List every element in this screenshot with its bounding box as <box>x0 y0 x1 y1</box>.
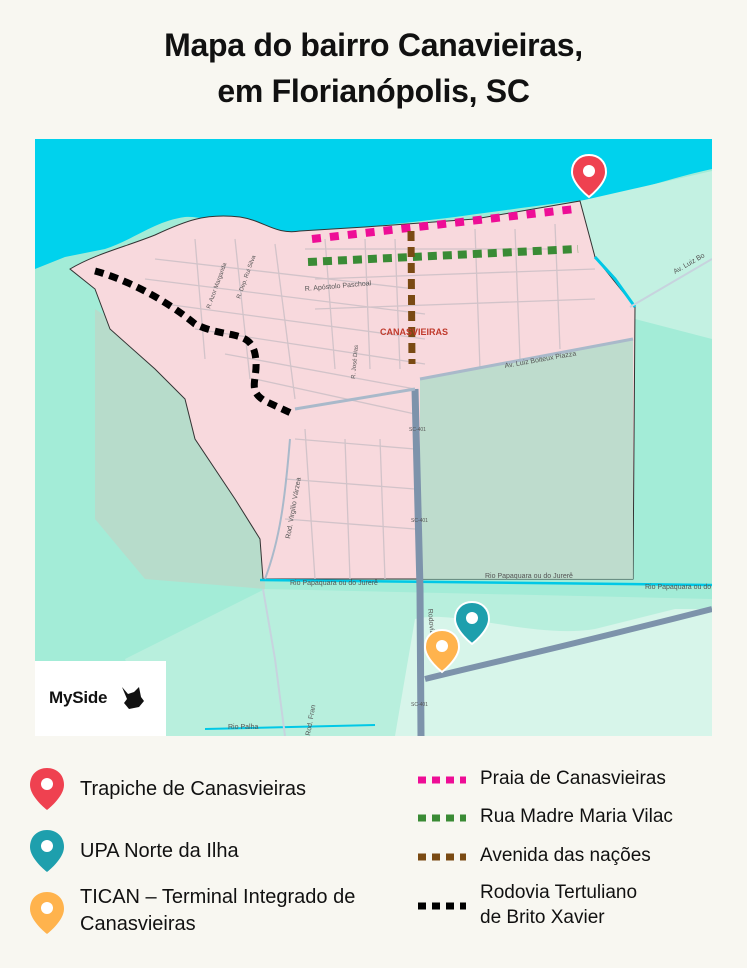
route-avenida-nacoes <box>407 230 416 365</box>
road-west-link <box>294 387 416 411</box>
map-canvas[interactable]: CANASVIEIRAS R. Apóstolo Paschoal Av. Lu… <box>35 139 712 736</box>
myside-logo: MySide <box>35 661 166 736</box>
legend-route-tertuliano-line1: Rodovia Tertuliano <box>480 882 638 903</box>
street-grid <box>144 223 596 580</box>
legend-route-nacoes-label: Avenida das nações <box>480 845 651 866</box>
label-papaquara-left: Rio Papaquara ou do Jurerê <box>290 580 378 587</box>
road-sc401 <box>411 388 425 736</box>
label-papaquara-right: Rio Papaquara ou do <box>645 584 711 591</box>
title-line-2: em Florianópolis, SC <box>217 73 530 109</box>
legend-label-trapiche: Trapiche de Canasvieiras <box>80 778 307 800</box>
legend-route-madre-label: Rua Madre Maria Vilac <box>480 806 673 827</box>
map-pin-icon <box>30 892 64 934</box>
pin-trapiche <box>570 153 608 199</box>
map-title: Mapa do bairro Canavieiras, em Florianóp… <box>0 22 747 114</box>
legend-label-tican: TICAN – Terminal Integrado de Canasvieir… <box>80 886 356 935</box>
black-dash-line-icon <box>418 902 466 910</box>
map-svg: CANASVIEIRAS R. Apóstolo Paschoal Av. Lu… <box>35 139 712 736</box>
river-papaquara <box>259 578 712 587</box>
sea-area <box>35 139 712 269</box>
label-sc401-b: SC-401 <box>411 518 428 524</box>
label-neighborhood: CANASVIEIRAS <box>380 327 448 337</box>
legend-route-tertuliano-label: Rodovia Tertuliano de Brito Xavier <box>480 880 740 930</box>
river-east <box>593 255 637 308</box>
pink-dash-line-icon <box>418 776 466 784</box>
title-line-1: Mapa do bairro Canavieiras, <box>164 27 583 63</box>
label-jose: R. José Dias <box>351 345 360 379</box>
map-pin-icon <box>30 768 64 810</box>
legend-label-upa: UPA Norte da Ilha <box>80 840 239 862</box>
route-madre-maria-vilac <box>307 245 579 266</box>
route-praia-canasvieiras <box>311 205 576 243</box>
dog-head-icon <box>122 687 144 709</box>
legend-route-tertuliano-line2: de Brito Xavier <box>480 907 605 928</box>
road-virgilio <box>264 438 291 580</box>
road-to-tican <box>424 606 712 682</box>
label-rodovia-vertical: Rodovia <box>426 609 435 635</box>
label-sc401-a: SC-401 <box>409 427 426 433</box>
map-pin-icon <box>30 830 64 872</box>
logo-text: MySide <box>49 688 108 707</box>
label-papaquara-mid: Rio Papaquara ou do Jurerê <box>485 573 573 580</box>
road-south-west <box>262 588 286 736</box>
brown-dash-line-icon <box>418 853 466 861</box>
west-park <box>95 309 265 589</box>
inner-park <box>420 339 633 579</box>
green-dash-line-icon <box>418 814 466 822</box>
pin-upa <box>453 600 491 646</box>
route-tertuliano <box>94 267 295 418</box>
road-luiz-boiteux <box>419 337 634 381</box>
label-sc401-c: SC-401 <box>411 702 428 708</box>
legend-route-praia-label: Praia de Canasvieiras <box>480 768 666 789</box>
road-east-coast <box>629 258 712 308</box>
pin-tican <box>423 628 461 674</box>
label-rio-palha: Rio Palha <box>228 724 258 731</box>
river-palha <box>204 724 376 730</box>
